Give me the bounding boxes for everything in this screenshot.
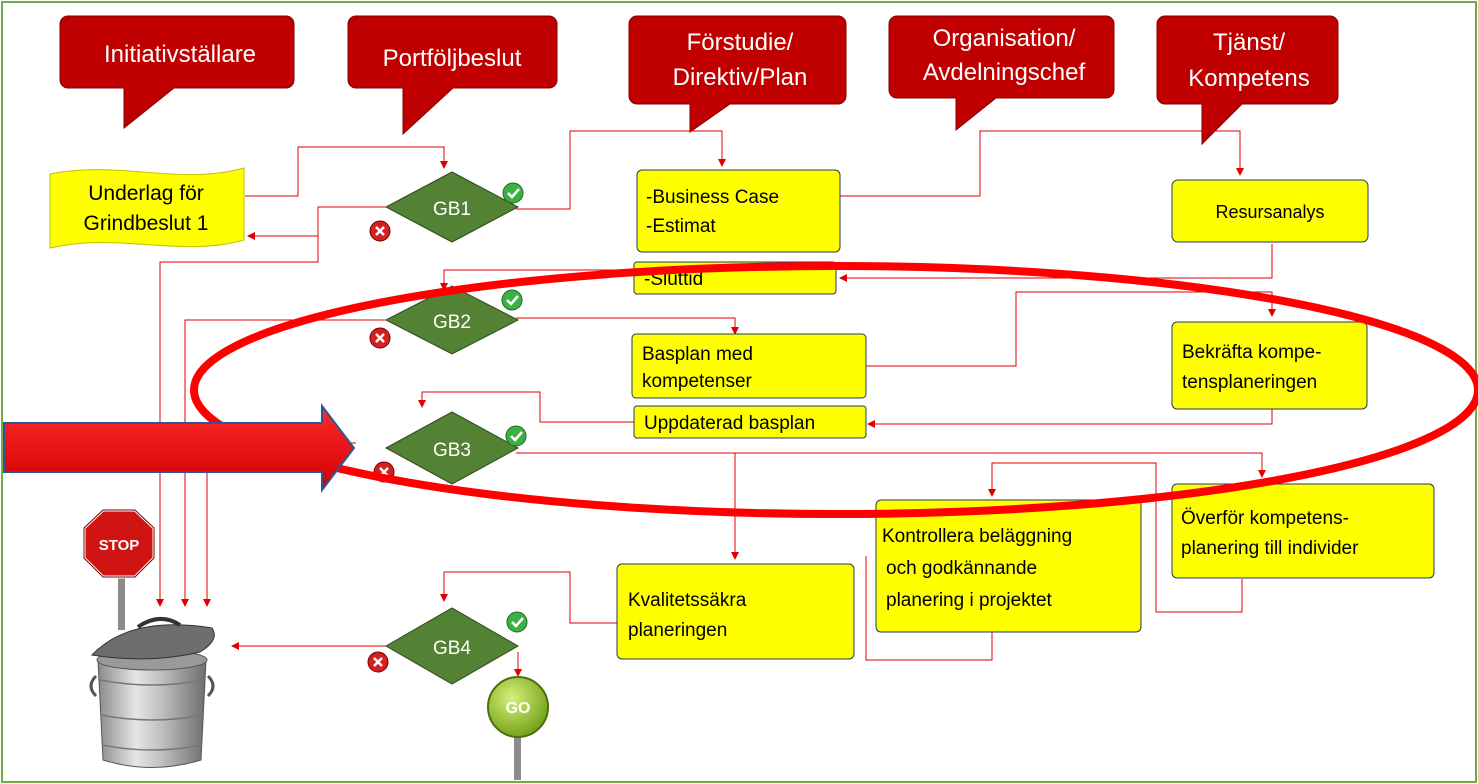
- box-resursanalys: Resursanalys: [1171, 179, 1369, 243]
- box-text: -Estimat: [646, 216, 716, 237]
- box-text: -Business Case: [646, 187, 779, 208]
- check-icon: [502, 182, 524, 204]
- box-text: planering till individer: [1181, 538, 1359, 559]
- box-overfor: Överför kompetens- planering till indivi…: [1171, 483, 1435, 579]
- box-text: Kvalitetssäkra: [628, 590, 747, 611]
- gate-gb2: GB2: [384, 285, 520, 355]
- lane-label: Direktiv/Plan: [673, 64, 808, 91]
- arrow: [3, 403, 356, 493]
- go-label: GO: [506, 700, 531, 717]
- lane-header-portfoljbeslut: Portföljbeslut: [347, 15, 558, 136]
- cross-icon: [367, 651, 389, 673]
- gate-gb3: GB3: [384, 411, 520, 485]
- lane-header-organisation: Organisation/ Avdelningschef: [888, 15, 1115, 132]
- box-kontrollera: Kontrollera beläggning och godkännande p…: [875, 499, 1142, 633]
- document-line: Underlag för: [88, 182, 204, 205]
- lane-label: Initiativställare: [104, 41, 256, 68]
- cross-icon: [369, 220, 391, 242]
- lane-label: Avdelningschef: [923, 59, 1086, 86]
- box-text: Basplan med: [642, 344, 753, 365]
- document-underlag: Underlag för Grindbeslut 1: [49, 167, 245, 249]
- box-text: Resursanalys: [1215, 202, 1324, 222]
- box-text: planering i projektet: [886, 590, 1053, 611]
- lane-label: Tjänst/: [1213, 29, 1285, 56]
- check-icon: [501, 289, 523, 311]
- box-text: Uppdaterad basplan: [644, 413, 815, 434]
- stop-label: STOP: [99, 537, 140, 554]
- gate-gb4: GB4: [384, 607, 520, 685]
- lane-header-forstudie: Förstudie/ Direktiv/Plan: [628, 15, 847, 133]
- gate-label: GB3: [433, 440, 471, 461]
- lane-header-tjanst: Tjänst/ Kompetens: [1156, 15, 1339, 146]
- check-icon: [505, 425, 527, 447]
- box-text: tensplaneringen: [1182, 372, 1317, 393]
- box-bekrafta: Bekräfta kompe- tensplaneringen: [1171, 321, 1368, 410]
- lane-header-initiativstallare: Initiativställare: [59, 15, 295, 130]
- gate-label: GB4: [433, 638, 471, 659]
- lane-label: Organisation/: [933, 25, 1076, 52]
- document-line: Grindbeslut 1: [84, 212, 209, 235]
- gate-label: GB2: [433, 312, 471, 333]
- box-basplan: Basplan med kompetenser: [631, 333, 867, 399]
- box-text: planeringen: [628, 620, 727, 641]
- lane-label: Portföljbeslut: [383, 45, 522, 72]
- trash-can: [89, 617, 215, 768]
- gate-gb1: GB1: [384, 171, 520, 243]
- check-icon: [506, 611, 528, 633]
- lane-label: Förstudie/: [687, 29, 794, 56]
- box-text: kompetenser: [642, 371, 753, 392]
- box-kvalitetssakra: Kvalitetssäkra planeringen: [616, 563, 855, 660]
- cross-icon: [369, 327, 391, 349]
- box-text: och godkännande: [886, 558, 1037, 579]
- box-business-case: -Business Case -Estimat: [636, 169, 841, 253]
- box-text: Kontrollera beläggning: [882, 526, 1072, 547]
- highlight-ellipse: [190, 262, 1478, 518]
- box-uppdaterad-basplan: Uppdaterad basplan: [633, 405, 867, 439]
- lane-label: Kompetens: [1188, 65, 1309, 92]
- stop-sign: STOP: [82, 508, 156, 630]
- gate-label: GB1: [433, 199, 471, 220]
- box-text: Bekräfta kompe-: [1182, 342, 1321, 363]
- box-text: Överför kompetens-: [1181, 508, 1349, 529]
- go-sign: GO: [487, 676, 549, 780]
